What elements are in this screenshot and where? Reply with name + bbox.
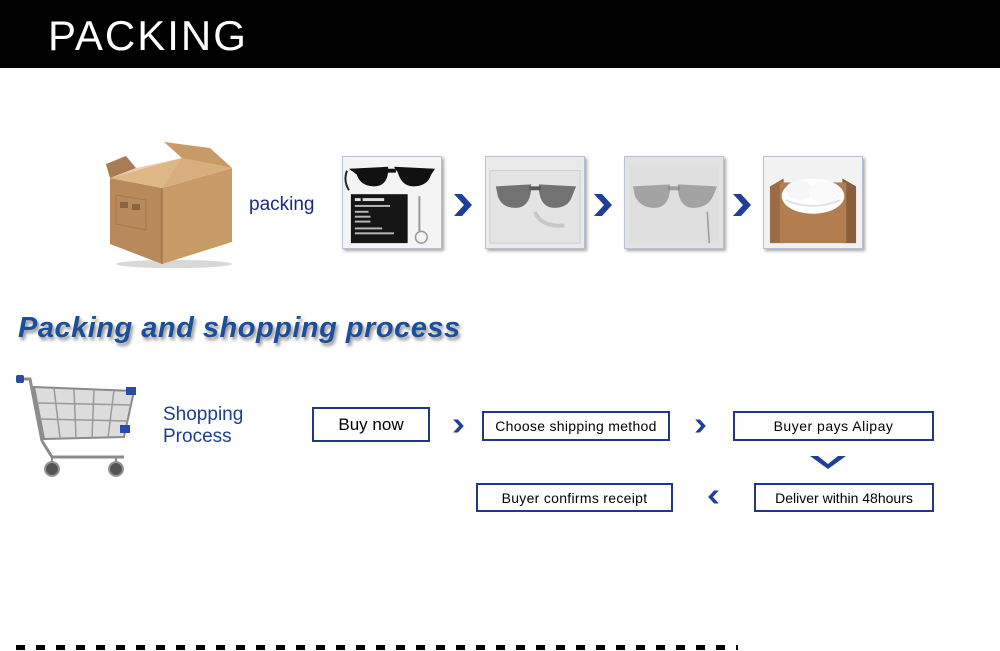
chevron-right-icon <box>694 418 707 434</box>
buyer-confirms-step: Buyer confirms receipt <box>476 483 673 512</box>
chevron-down-icon <box>810 455 846 470</box>
packing-step-sunglasses-wrapped <box>624 156 724 249</box>
cardboard-box-icon <box>106 140 236 268</box>
deliver-step: Deliver within 48hours <box>754 483 934 512</box>
packing-label: packing <box>249 194 315 215</box>
packing-step-sunglasses-accessories <box>342 156 442 249</box>
choose-shipping-step: Choose shipping method <box>482 411 670 441</box>
packing-step-sunglasses-bag <box>485 156 585 249</box>
packing-step-box-foam <box>763 156 863 249</box>
header-bar: PACKING <box>0 0 1000 68</box>
buyer-pays-step: Buyer pays Alipay <box>733 411 934 441</box>
shopping-cart-icon <box>12 373 140 481</box>
buy-now-step: Buy now <box>312 407 430 442</box>
process-section-title: Packing and shopping process <box>18 312 461 344</box>
chevron-left-icon <box>707 489 720 505</box>
chevron-right-icon <box>452 418 465 434</box>
bottom-dashed-divider <box>16 645 738 650</box>
chevron-right-icon <box>592 192 614 218</box>
page-title: PACKING <box>48 12 248 59</box>
shopping-label-line1: Shopping <box>163 404 244 425</box>
chevron-right-icon <box>452 192 474 218</box>
chevron-right-icon <box>731 192 753 218</box>
shopping-process-label: Shopping Process <box>163 404 243 448</box>
shopping-label-line2: Process <box>163 426 232 447</box>
